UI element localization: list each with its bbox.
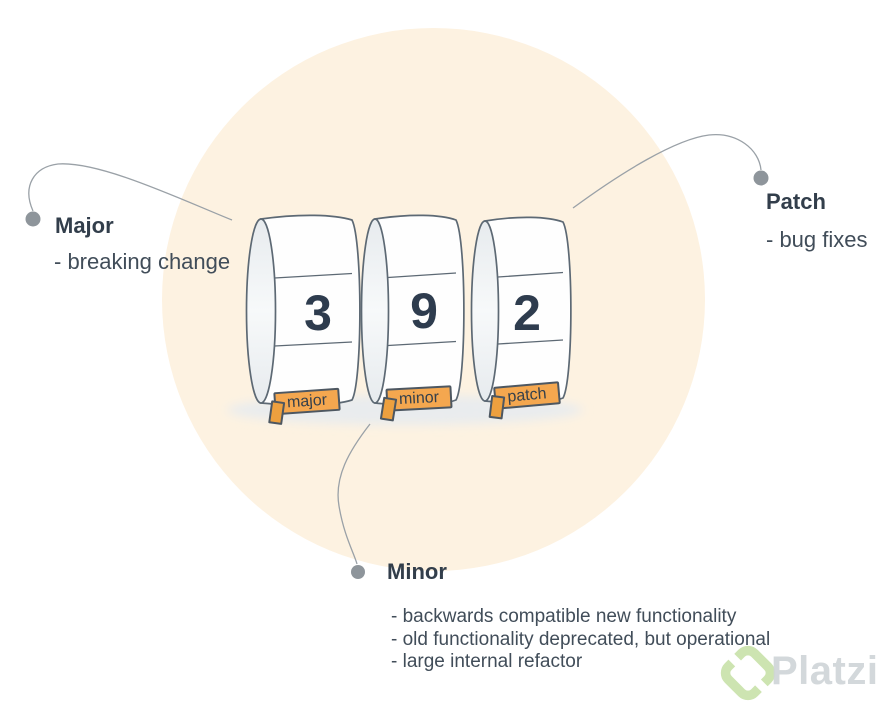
wheel-band-line bbox=[497, 271, 564, 345]
connector-line-minor bbox=[337, 423, 371, 565]
callout-dot-minor bbox=[351, 565, 365, 579]
callout-patch-note: - bug fixes bbox=[766, 227, 868, 252]
callout-major-note: - breaking change bbox=[54, 249, 231, 274]
callout-dot-major bbox=[25, 211, 41, 227]
callout-connectors bbox=[28, 134, 762, 565]
callout-minor-note-line: - large internal refactor bbox=[391, 651, 583, 672]
callout-minor-note-line: - backwards compatible new functionality bbox=[391, 606, 737, 627]
connector-line-patch bbox=[572, 134, 762, 209]
wheel-digit-minor: 9 bbox=[410, 283, 438, 339]
callout-minor-title: Minor bbox=[387, 559, 447, 584]
wheel-digit-major: 3 bbox=[304, 285, 332, 341]
wheel-band-line bbox=[387, 272, 457, 347]
callout-patch-title: Patch bbox=[766, 189, 826, 214]
wheel-minor bbox=[360, 214, 465, 406]
wheel-major bbox=[245, 214, 361, 406]
callout-dot-patch bbox=[753, 170, 769, 186]
wheel-cap bbox=[470, 220, 500, 402]
tag-minor: minor bbox=[385, 385, 453, 412]
connector-line-major bbox=[28, 163, 233, 221]
wheel-cap bbox=[245, 218, 277, 404]
wheel-digit-patch: 2 bbox=[513, 285, 541, 341]
platzi-watermark-text: Platzi bbox=[771, 649, 879, 693]
wheel-band-line bbox=[274, 272, 353, 347]
callout-dots bbox=[25, 170, 769, 579]
callout-minor-notes: - backwards compatible new functionality… bbox=[391, 606, 770, 674]
callout-major-title: Major bbox=[55, 213, 114, 238]
callout-minor-note-line: - old functionality deprecated, but oper… bbox=[391, 628, 771, 650]
tag-major: major bbox=[273, 387, 341, 416]
wheel-patch bbox=[470, 216, 572, 404]
platzi-logo-icon bbox=[720, 645, 776, 701]
wheel-cap bbox=[360, 218, 390, 404]
